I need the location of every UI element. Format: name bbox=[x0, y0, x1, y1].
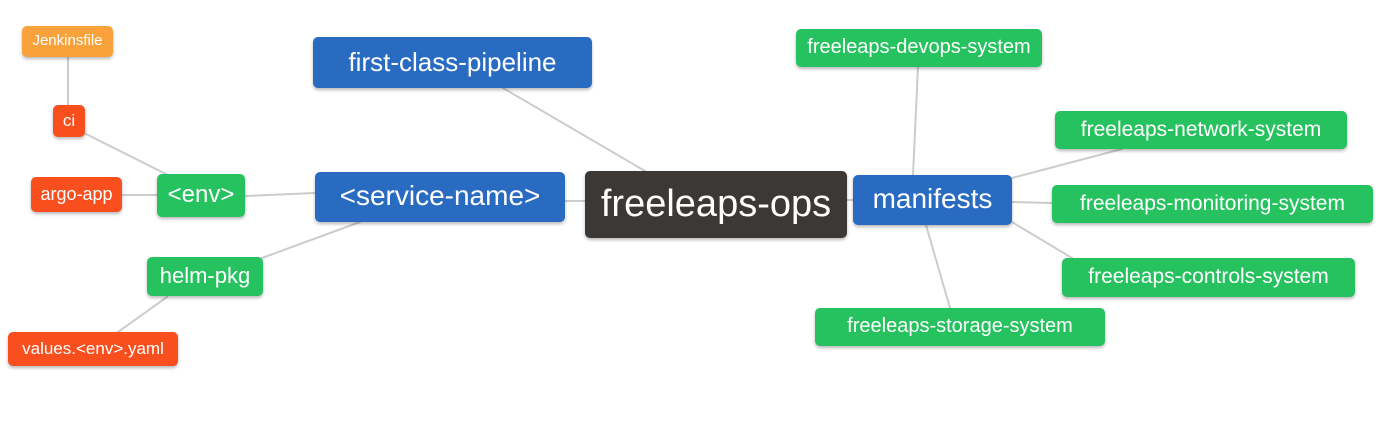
node-argo-app[interactable]: argo-app bbox=[31, 177, 122, 212]
node-label-devops-system: freeleaps-devops-system bbox=[807, 36, 1031, 58]
node-devops-system[interactable]: freeleaps-devops-system bbox=[796, 29, 1042, 67]
node-controls-system[interactable]: freeleaps-controls-system bbox=[1062, 258, 1355, 297]
node-manifests[interactable]: manifests bbox=[853, 175, 1012, 225]
node-ci[interactable]: ci bbox=[53, 105, 85, 137]
edge-manifests-to-network-system bbox=[1011, 148, 1123, 179]
node-network-system[interactable]: freeleaps-network-system bbox=[1055, 111, 1347, 149]
edge-manifests-to-controls-system bbox=[1011, 221, 1073, 259]
edge-manifests-to-storage-system bbox=[925, 224, 951, 309]
edge-manifests-to-monitoring-system bbox=[1011, 201, 1053, 204]
node-label-monitoring-system: freeleaps-monitoring-system bbox=[1080, 191, 1345, 215]
edge-values-env-yaml-to-helm-pkg bbox=[117, 296, 168, 333]
node-label-jenkinsfile: Jenkinsfile bbox=[32, 32, 103, 49]
node-jenkinsfile[interactable]: Jenkinsfile bbox=[22, 26, 113, 57]
node-storage-system[interactable]: freeleaps-storage-system bbox=[815, 308, 1105, 346]
node-service-name[interactable]: <service-name> bbox=[315, 172, 565, 222]
node-env[interactable]: <env> bbox=[157, 174, 245, 217]
edge-env-to-service-name bbox=[244, 192, 316, 197]
node-values-env-yaml[interactable]: values.<env>.yaml bbox=[8, 332, 178, 366]
edge-helm-pkg-to-service-name bbox=[261, 221, 361, 259]
node-label-first-class-pipeline: first-class-pipeline bbox=[348, 46, 557, 77]
node-helm-pkg[interactable]: helm-pkg bbox=[147, 257, 263, 296]
edge-manifests-to-devops-system bbox=[912, 66, 919, 176]
node-label-service-name: <service-name> bbox=[339, 180, 541, 211]
node-label-env: <env> bbox=[167, 180, 235, 208]
node-label-values-env-yaml: values.<env>.yaml bbox=[22, 338, 164, 358]
node-label-controls-system: freeleaps-controls-system bbox=[1088, 265, 1329, 288]
edge-ci-to-env bbox=[83, 132, 171, 177]
node-label-manifests: manifests bbox=[872, 183, 993, 214]
edge-first-class-pipeline-to-freeleaps-ops bbox=[502, 87, 646, 172]
node-label-argo-app: argo-app bbox=[40, 183, 113, 204]
node-freeleaps-ops[interactable]: freeleaps-ops bbox=[585, 171, 847, 238]
node-label-storage-system: freeleaps-storage-system bbox=[847, 315, 1073, 337]
node-first-class-pipeline[interactable]: first-class-pipeline bbox=[313, 37, 592, 88]
node-label-freeleaps-ops: freeleaps-ops bbox=[600, 182, 832, 225]
node-monitoring-system[interactable]: freeleaps-monitoring-system bbox=[1052, 185, 1373, 223]
node-label-network-system: freeleaps-network-system bbox=[1080, 117, 1322, 141]
node-label-ci: ci bbox=[62, 110, 76, 130]
node-label-helm-pkg: helm-pkg bbox=[159, 262, 251, 288]
